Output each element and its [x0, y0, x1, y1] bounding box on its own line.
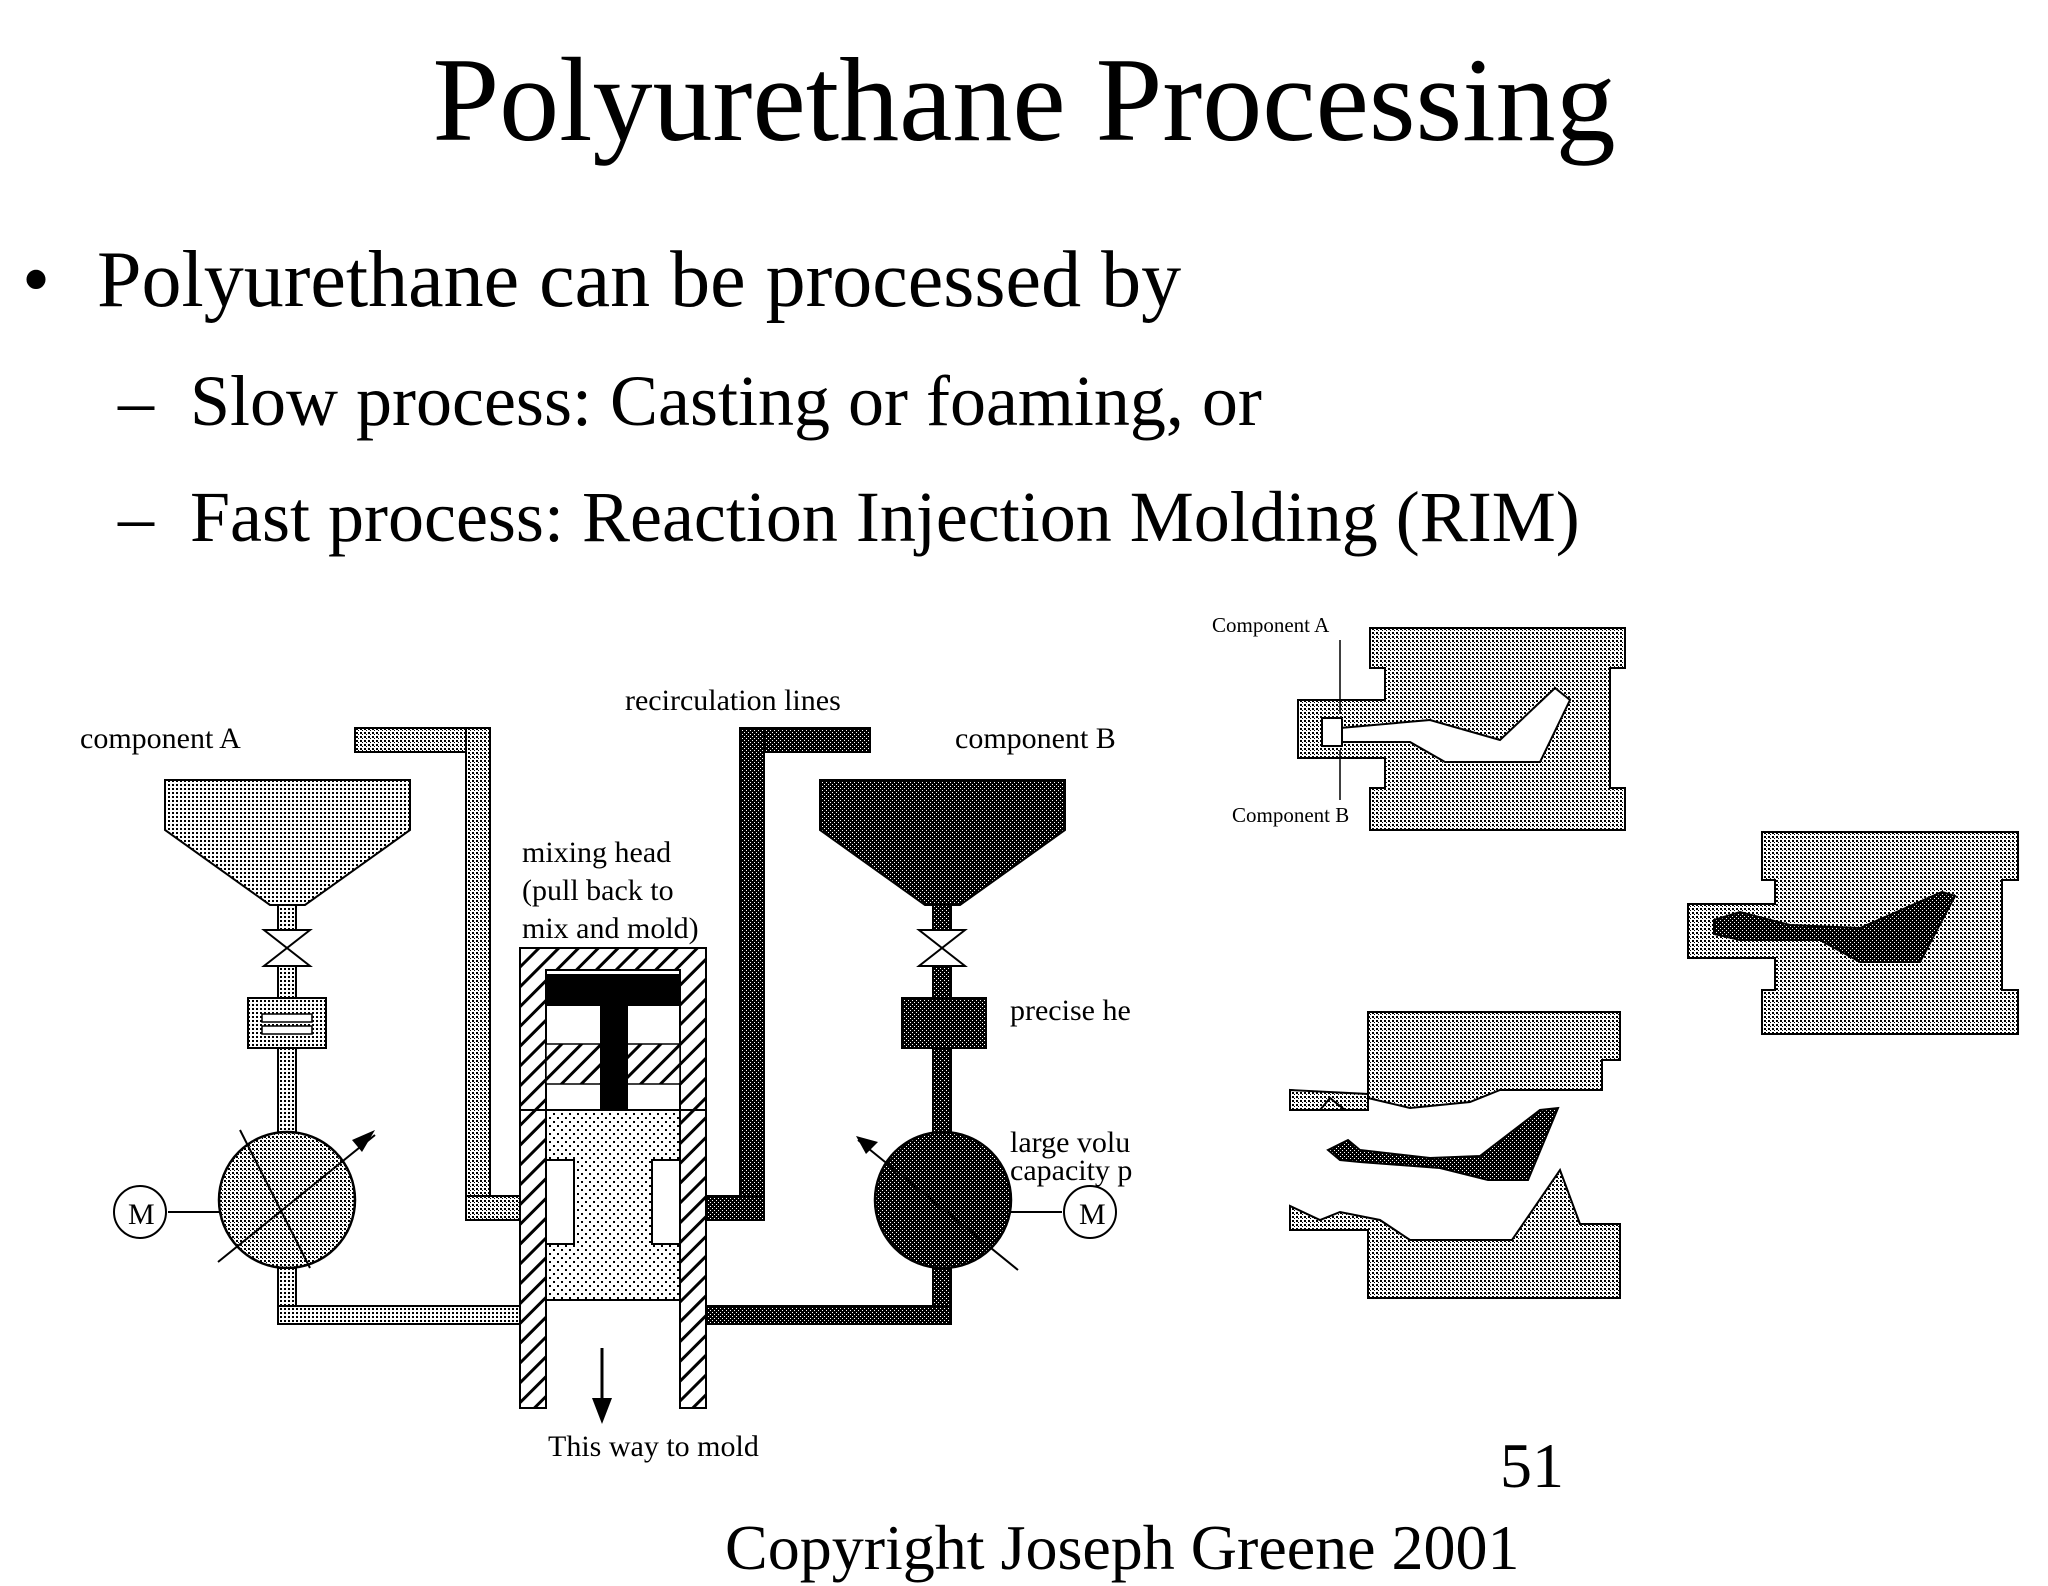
slide-graphics: component A recirculation lines componen…	[80, 613, 2019, 1463]
page-number: 51	[1500, 1430, 1564, 1501]
label-mixing-head-1: mixing head	[522, 836, 671, 869]
copyright: Copyright Joseph Greene 2001	[725, 1512, 1520, 1583]
dash-symbol: –	[118, 477, 154, 557]
label-mixing-head-2: (pull back to	[522, 874, 674, 907]
heat-exchanger-a	[247, 997, 327, 1049]
bullet-text: Polyurethane can be processed by	[97, 236, 1182, 324]
label-component-b: component B	[955, 722, 1116, 755]
label-to-mold: This way to mold	[548, 1430, 759, 1463]
label-motor-b: M	[1079, 1198, 1106, 1231]
label-mold-component-b: Component B	[1232, 803, 1349, 827]
valve-a	[261, 929, 313, 967]
mold-diagram-closed-filled	[1687, 831, 2019, 1035]
label-recirculation-lines: recirculation lines	[625, 684, 841, 717]
rim-machine-diagram: component A recirculation lines componen…	[80, 684, 1132, 1463]
label-mold-component-a: Component A	[1212, 613, 1330, 637]
bullet-symbol: •	[22, 236, 51, 324]
mixing-head	[519, 947, 707, 1409]
hopper-a	[164, 779, 411, 906]
mold-diagram-closed-empty: Component A Component B	[1212, 613, 1626, 831]
sub-item-slow-process: –Slow process: Casting or foaming, or	[118, 358, 1262, 444]
label-mixing-head-3: mix and mold)	[522, 912, 699, 945]
dash-symbol: –	[118, 361, 154, 441]
label-large-volume-1: large volu	[1010, 1126, 1130, 1159]
label-motor-a: M	[128, 1198, 155, 1231]
mold-diagram-open	[1289, 1011, 1621, 1299]
motor-b	[1063, 1185, 1117, 1239]
label-precise-head: precise he	[1010, 994, 1131, 1027]
hopper-b	[819, 779, 1066, 906]
valve-b	[916, 929, 968, 967]
label-component-a: component A	[80, 722, 241, 755]
pump-a	[217, 1130, 357, 1270]
slide-title: Polyurethane Processing	[432, 33, 1616, 166]
sub-item-fast-process: –Fast process: Reaction Injection Moldin…	[118, 474, 1580, 560]
sub-item-text: Fast process: Reaction Injection Molding…	[190, 477, 1580, 557]
label-large-volume-2: capacity p	[1010, 1154, 1132, 1187]
heat-exchanger-b	[901, 997, 987, 1049]
motor-a	[113, 1185, 167, 1239]
sub-item-text: Slow process: Casting or foaming, or	[190, 361, 1262, 441]
